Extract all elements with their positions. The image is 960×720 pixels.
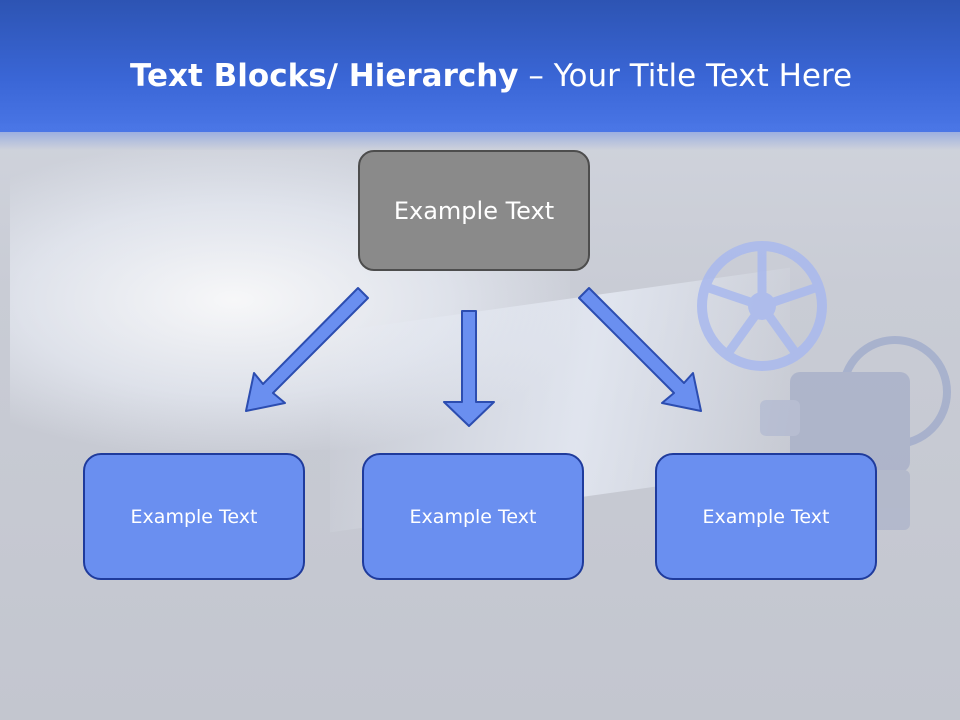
hierarchy-child-box-2: Example Text (362, 453, 584, 580)
film-reel-icon (697, 241, 827, 371)
slide-title: Text Blocks/ Hierarchy – Your Title Text… (130, 52, 930, 100)
hierarchy-child-box-3: Example Text (655, 453, 877, 580)
title-bar (0, 0, 960, 132)
slide-title-bold: Text Blocks/ Hierarchy (130, 58, 519, 94)
arrow-right (578, 287, 702, 412)
slide-title-rest: – Your Title Text Here (518, 58, 853, 94)
title-bar-fade (0, 124, 960, 150)
arrow-left (245, 287, 369, 412)
arrow-center (443, 310, 495, 427)
hierarchy-child-box-1: Example Text (83, 453, 305, 580)
hierarchy-top-box: Example Text (358, 150, 590, 271)
